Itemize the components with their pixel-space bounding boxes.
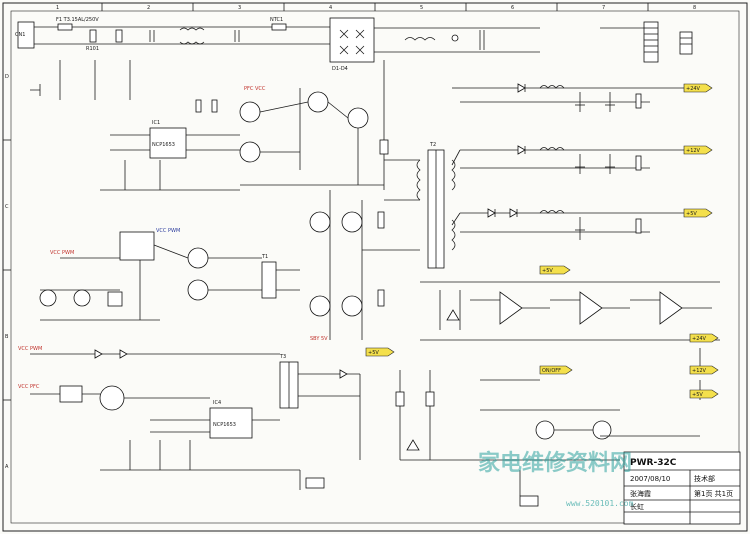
watermark: 家电维修资料网 www.520101.com — [478, 450, 634, 508]
connector-label: CN1 — [15, 32, 25, 38]
secondary-outputs: +24V +12V +5V +5V — [451, 83, 713, 275]
rail-tag-24v-b-text: +24V — [692, 336, 707, 342]
rail-tag-24v-a — [683, 83, 713, 93]
thermistor-label: NTC1 — [270, 17, 283, 23]
rail-tag-24v-a-text: +24V — [686, 86, 701, 92]
bridge-rectifier — [329, 17, 375, 63]
title-model: PWR-32C — [630, 458, 677, 468]
rail-tag-12v-b-text: +12V — [692, 368, 707, 374]
pfc-drive-stage: PFC VCC — [239, 60, 389, 190]
rail-tag-5v-c — [689, 389, 719, 399]
net-sby: SBY 5V — [310, 336, 328, 342]
net-pfc-vcc: PFC VCC — [244, 86, 266, 92]
title-date: 2007/08/10 — [630, 475, 670, 483]
rail-tag-12v-a-text: +12V — [686, 148, 701, 154]
ic4-chip — [209, 407, 253, 439]
opamp-3 — [659, 291, 683, 325]
u3-regulator — [59, 385, 83, 403]
col-label-2: 2 — [147, 5, 150, 11]
control-logic — [395, 370, 700, 507]
net-vcc-pwm-2: VCC PWM — [156, 228, 180, 234]
title-company: 长虹 — [630, 502, 644, 511]
rail-tag-on-off — [539, 365, 573, 375]
column-labels-top: 1 2 3 4 5 6 7 8 — [56, 3, 696, 11]
t1-label: T1 — [261, 254, 268, 260]
output-connectors — [600, 21, 693, 63]
ic1-type: NCP1653 — [152, 142, 175, 148]
standby-section: VCC PWM VCC PFC IC4 NCP1653 T3 +5V SBY 5… — [18, 336, 395, 490]
rail-tag-5v-b-text: +5V — [542, 268, 553, 274]
row-label-a: A — [5, 464, 9, 470]
net-vcc-pwm: VCC PWM — [50, 250, 74, 256]
t2-label: T2 — [429, 142, 436, 148]
fuse — [57, 23, 73, 31]
fuse-label: F1 T3.15AL/250V — [56, 17, 99, 23]
col-label-8: 8 — [693, 5, 696, 11]
ic1-ref: IC1 — [152, 120, 160, 126]
rail-tag-on-off-text: ON/OFF — [542, 368, 561, 374]
t1-drive-transformer — [261, 261, 277, 299]
main-transformer: T2 — [384, 142, 456, 269]
varistor-label: R101 — [86, 46, 99, 52]
opamp-1 — [499, 291, 523, 325]
rail-tag-12v-a — [683, 145, 713, 155]
watermark-text: 家电维修资料网 — [478, 450, 632, 476]
ic2-chip — [119, 231, 155, 261]
bridge-label: D1-D4 — [332, 66, 348, 72]
rail-tag-12v-b — [689, 365, 719, 375]
title-sheet: 第1页 共1页 — [694, 489, 733, 498]
ic1-chip — [149, 127, 187, 159]
pwm-half-bridge: VCC PWM VCC PWM T1 — [39, 190, 420, 340]
opamp-2 — [579, 291, 603, 325]
net-vcc-pfc: VCC PFC — [18, 384, 40, 390]
watermark-url: www.520101.com — [566, 499, 634, 508]
col-label-1: 1 — [56, 5, 59, 11]
ic4-type: NCP1653 — [213, 422, 236, 428]
col-label-6: 6 — [511, 5, 514, 11]
col-label-4: 4 — [329, 5, 332, 11]
col-label-3: 3 — [238, 5, 241, 11]
rail-tag-5v-d-text: +5V — [368, 350, 379, 356]
ac-input-connector — [17, 21, 35, 49]
rail-tag-5v-a-text: +5V — [686, 211, 697, 217]
row-label-c: C — [5, 204, 9, 210]
net-vcc-pwm-3: VCC PWM — [18, 346, 42, 352]
col-label-7: 7 — [602, 5, 605, 11]
rail-tag-5v-a — [683, 208, 713, 218]
rail-tag-24v-b — [689, 333, 719, 343]
pfc-controller: IC1 NCP1653 — [100, 99, 240, 191]
row-label-b: B — [5, 334, 9, 340]
thermistor — [271, 23, 287, 31]
t3-label: T3 — [279, 354, 286, 360]
ic4-ref: IC4 — [213, 400, 221, 406]
title-dept: 技术部 — [694, 474, 715, 483]
row-labels-left: D C B A — [3, 74, 11, 470]
rail-tag-5v-c-text: +5V — [692, 392, 703, 398]
output-regulators: +24V +12V +5V ON/OFF — [420, 281, 720, 400]
col-label-5: 5 — [420, 5, 423, 11]
connector-cn3 — [679, 31, 693, 55]
rail-tag-5v-d — [365, 347, 395, 357]
input-filter-section: CN1 F1 T3.15AL/250V R101 NTC1 D1-D4 — [15, 17, 540, 100]
title-drawn: 张海霞 — [630, 489, 651, 498]
rail-tag-5v-b — [539, 265, 571, 275]
row-label-d: D — [5, 74, 9, 80]
title-block: PWR-32C 2007/08/10 技术部 张海霞 第1页 共1页 长虹 — [623, 451, 741, 525]
